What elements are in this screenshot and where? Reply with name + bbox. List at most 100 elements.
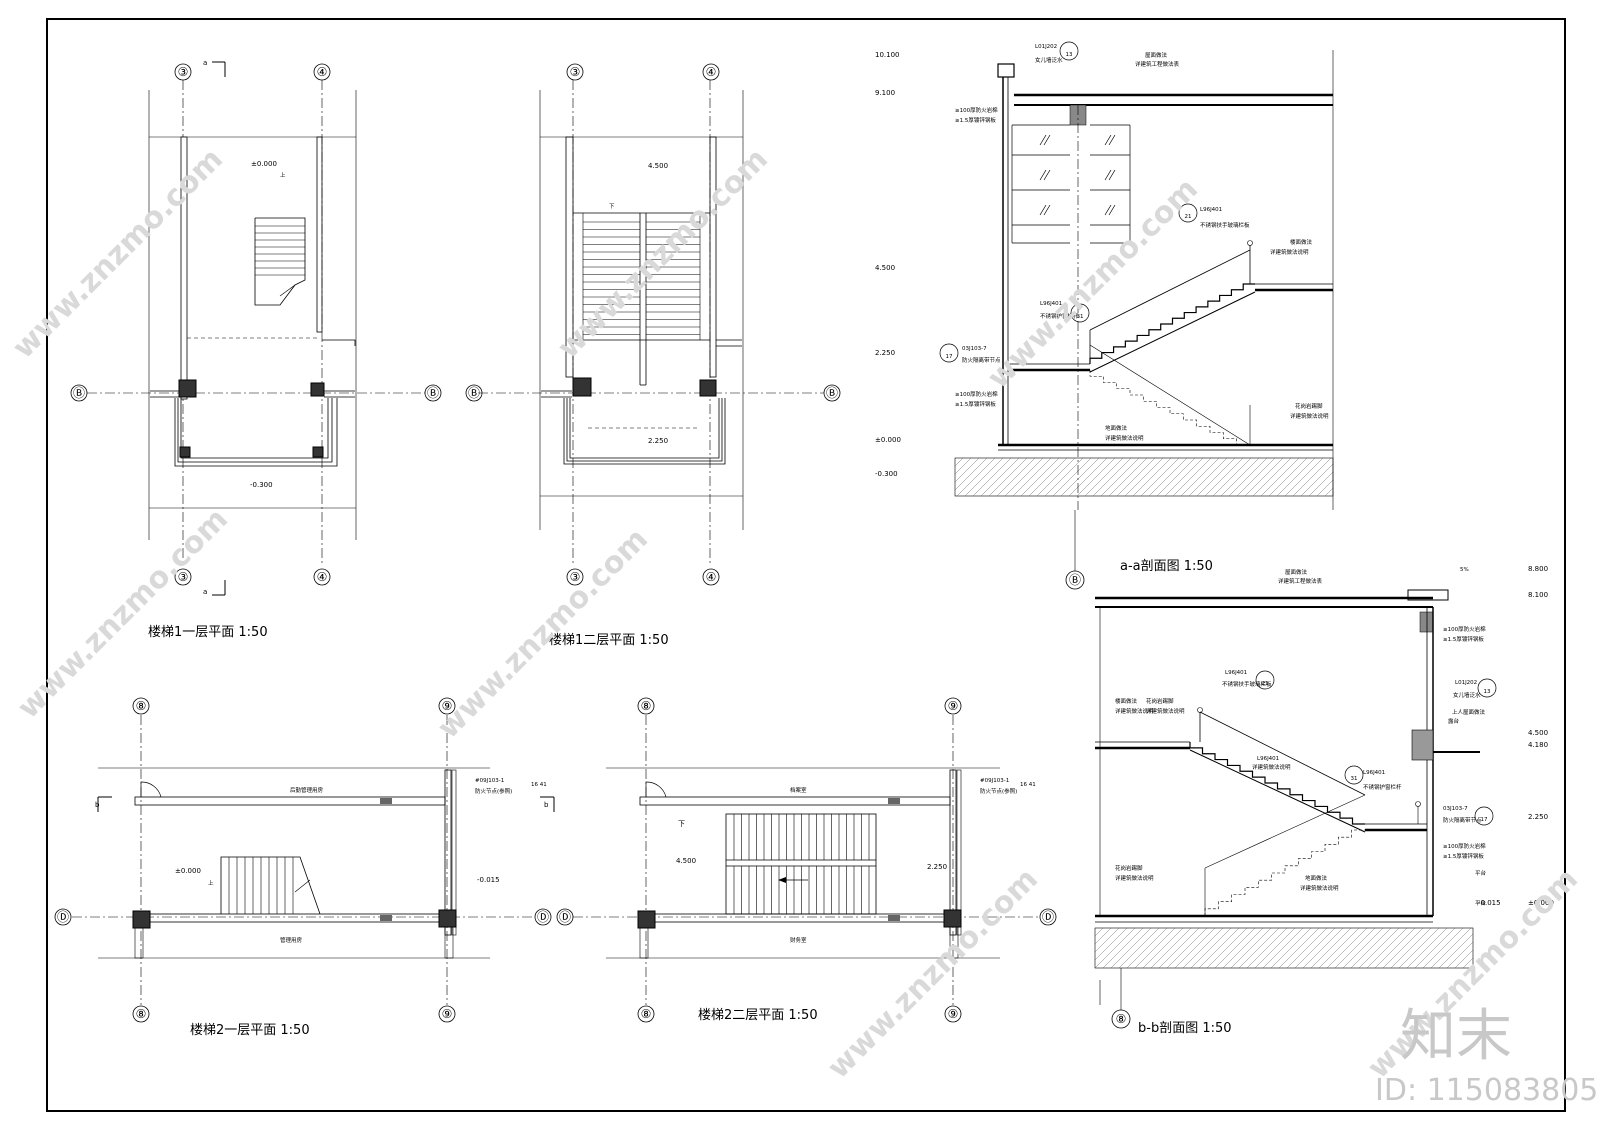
bb-note-24: 详建筑做法说明: [1115, 874, 1154, 882]
bb-level-2: 8.100: [1528, 591, 1548, 599]
drawing-line: [1052, 457, 1092, 497]
p1f1-elev-bottom: -0.300: [250, 481, 273, 489]
drawing-line: [1043, 134, 1051, 146]
drawing-line: [954, 457, 972, 475]
aa-level-2: 9.100: [875, 89, 895, 97]
axis-4-bottom: ④: [317, 570, 328, 584]
drawing-line: [1094, 927, 1136, 969]
drawing-line: [1254, 927, 1296, 969]
aa-note-12: 不锈钢护窗栏杆: [1040, 312, 1079, 320]
drawing-line: [1206, 927, 1248, 969]
drawing-line: [1124, 457, 1164, 497]
drawing-line: [1104, 204, 1112, 216]
drawing-line: [1358, 927, 1400, 969]
drawing-line: [1142, 927, 1184, 969]
p2f2-ref-note: 防火节点(参照): [980, 787, 1017, 795]
drawing-line: [1318, 927, 1360, 969]
drawing-line: [1150, 927, 1192, 969]
p1f2-title: 楼梯1二层平面 1:50: [549, 633, 669, 648]
bb-level-1: 8.800: [1528, 565, 1548, 573]
axis-9-bottom-2: ⑨: [948, 1007, 959, 1021]
axis-9-top: ⑨: [442, 699, 453, 713]
drawing-line: [1316, 479, 1334, 497]
drawing-line: [1236, 457, 1276, 497]
p1f1-elev-top: ±0.000: [251, 160, 277, 168]
drawing-line: [1246, 927, 1288, 969]
watermark-4: www.znzmo.com: [11, 502, 235, 726]
drawing-line: [1108, 457, 1148, 497]
bb-note-17: L96J401: [1363, 770, 1385, 776]
drawing-line: [1268, 457, 1308, 497]
aa-ref-3: 31: [1077, 314, 1084, 320]
axis-d-right-2: Ⓓ: [1042, 910, 1054, 924]
drawing-line: [1324, 487, 1334, 497]
drawing-line: [1196, 457, 1236, 497]
aa-note-20: 详建筑做法说明: [1290, 412, 1329, 420]
drawing-line: [1094, 927, 1112, 945]
watermark-3: www.znzmo.com: [981, 172, 1205, 396]
drawing-line: [1230, 927, 1272, 969]
p1f2-down: 下: [609, 203, 615, 210]
axis-d-right: Ⓓ: [537, 910, 549, 924]
bb-note-12: 详建筑做法说明: [1115, 707, 1154, 715]
drawing-line: [1342, 927, 1384, 969]
bb-note-7: 上人屋面做法: [1452, 708, 1486, 716]
drawing-line: [1260, 457, 1300, 497]
drawing-line: [1104, 169, 1112, 181]
axis-8-top-2: ⑧: [641, 699, 652, 713]
bb-level-4: 4.180: [1528, 741, 1548, 749]
bb-note-27: 平台: [1475, 869, 1487, 877]
p2f1-cut-right: b: [544, 801, 549, 809]
drawing-line: [1454, 949, 1474, 969]
axis-8-top: ⑧: [136, 699, 147, 713]
bb-ref-2: 13: [1484, 689, 1491, 695]
p2f1-elev: ±0.000: [175, 867, 201, 875]
aa-note-9: 楼面做法: [1290, 238, 1313, 246]
drawing-line: [1262, 927, 1304, 969]
drawing-line: [1182, 927, 1224, 969]
aa-note-7: L96J401: [1200, 207, 1222, 213]
p2f2-title: 楼梯2二层平面 1:50: [698, 1008, 818, 1023]
bb-note-3: ≥100厚防火岩棉: [1443, 625, 1486, 633]
drawing-line: [1300, 463, 1334, 497]
aa-note-3: 屋面做法: [1145, 51, 1168, 59]
aa-level-5: ±0.000: [875, 436, 901, 444]
bb-note-15: L96J401: [1257, 756, 1279, 762]
drawing-line: [980, 457, 1020, 497]
p2f1-up: 上: [208, 879, 214, 887]
aa-note-4: 详建筑工程做法表: [1135, 60, 1180, 68]
p2f1-cut-left: b: [95, 801, 100, 809]
aa-note-2: 女儿墙泛水: [1035, 56, 1063, 64]
drawing-line: [1326, 927, 1368, 969]
drawing-line: [1039, 204, 1047, 216]
drawing-line: [1470, 965, 1474, 969]
p2f1-title: 楼梯2一层平面 1:50: [190, 1023, 310, 1038]
drawing-line: [1092, 457, 1132, 497]
p2f2-ref: #09J103-1: [980, 778, 1009, 784]
bb-note-26: 详建筑做法说明: [1300, 884, 1339, 892]
drawing-line: [1406, 927, 1448, 969]
aa-note-8: 不锈钢扶手玻璃栏板: [1200, 221, 1250, 229]
drawing-line: [1084, 457, 1124, 497]
drawing-line: [1068, 457, 1108, 497]
bb-axis-8: ⑧: [1116, 1012, 1127, 1026]
watermark-2: www.znzmo.com: [551, 142, 775, 366]
drawing-line: [1174, 927, 1216, 969]
drawing-line: [1102, 927, 1144, 969]
axis-4-top: ④: [317, 65, 328, 79]
p1f1-up: 上: [280, 171, 286, 179]
drawing-line: [1039, 169, 1047, 181]
brand-logo: 知末: [1400, 1004, 1512, 1069]
drawing-line: [954, 457, 964, 467]
bb-note-4: ≥1.5厚镀锌钢板: [1443, 635, 1484, 643]
p2f1-elev-right: -0.015: [477, 876, 500, 884]
drawing-line: [996, 457, 1036, 497]
axis-8-bottom-2: ⑧: [641, 1007, 652, 1021]
axis-9-top-2: ⑨: [948, 699, 959, 713]
p1f1-title: 楼梯1一层平面 1:50: [148, 625, 268, 640]
bb-slope: 5%: [1460, 567, 1469, 573]
axis-b-right: Ⓑ: [427, 386, 439, 400]
drawing-line: [1134, 927, 1176, 969]
drawing-line: [1198, 927, 1240, 969]
drawing-line: [1158, 927, 1200, 969]
